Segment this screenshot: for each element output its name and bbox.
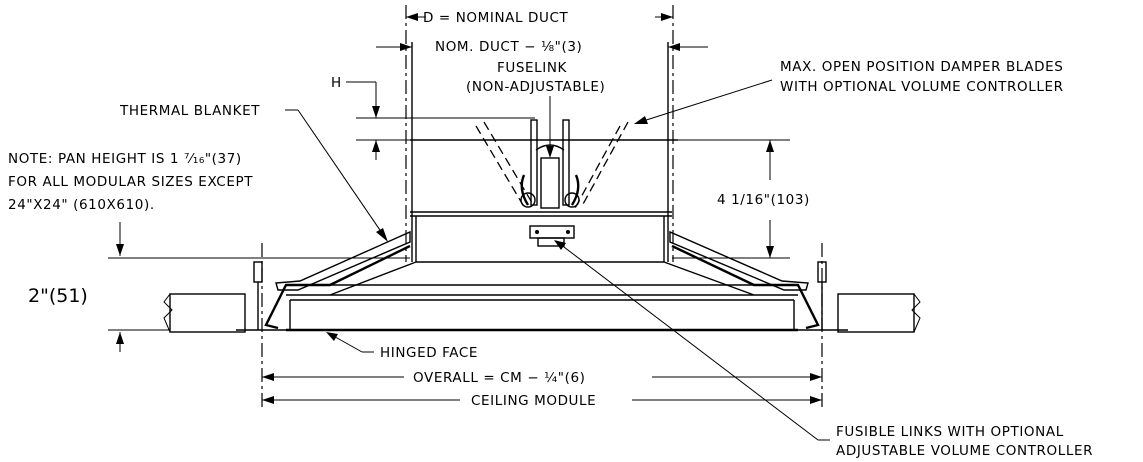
note-line-2: FOR ALL MODULAR SIZES EXCEPT: [8, 174, 253, 190]
dim-pan-height: [108, 222, 410, 259]
dim-2in: [108, 329, 170, 352]
label-fusible-1: FUSIBLE LINKS WITH OPTIONAL: [836, 424, 1064, 440]
thermal-blanket: [275, 230, 809, 291]
fuselink-assembly: [520, 119, 580, 247]
ceiling-tile-left: [163, 293, 246, 333]
leader-thermal-blanket: [285, 109, 388, 242]
leader-max-open: [634, 79, 773, 124]
label-2in: 2"(51): [28, 285, 88, 307]
duct-collar: [410, 42, 678, 263]
diffuser-pan: [236, 244, 848, 332]
dim-ceiling-module: [262, 396, 822, 404]
label-ceiling-module: CEILING MODULE: [471, 393, 596, 409]
dim-height-right: [672, 139, 790, 259]
label-height-right: 4 1/16"(103): [717, 192, 810, 208]
label-overall: OVERALL = CM − ¼"(6): [413, 370, 586, 386]
leader-fuselink: [546, 96, 554, 158]
leader-hinged-face: [326, 332, 374, 353]
dim-nominal-duct: [406, 13, 673, 21]
ceiling-tile-right: [837, 293, 921, 333]
label-h: H: [331, 75, 342, 91]
label-max-open-2: WITH OPTIONAL VOLUME CONTROLLER: [780, 79, 1064, 95]
dim-nom-duct-minus: [376, 43, 708, 51]
hanger-clip-right: [817, 261, 827, 330]
label-nominal-duct: D = NOMINAL DUCT: [423, 10, 568, 26]
label-max-open-1: MAX. OPEN POSITION DAMPER BLADES: [780, 59, 1063, 75]
label-thermal-blanket: THERMAL BLANKET: [119, 103, 260, 119]
note-line-1: NOTE: PAN HEIGHT IS 1 ⁷⁄₁₆"(37): [8, 151, 242, 167]
dim-h: [346, 81, 535, 160]
label-fuselink-non-adjustable: (NON-ADJUSTABLE): [466, 79, 605, 95]
label-fuselink: FUSELINK: [497, 60, 568, 76]
label-hinged-face: HINGED FACE: [380, 345, 478, 361]
note-line-3: 24"X24" (610X610).: [8, 197, 155, 213]
leader-fusible: [554, 240, 830, 441]
label-nom-duct-minus: NOM. DUCT − ⅛"(3): [435, 39, 582, 55]
damper-blades-open: [475, 121, 629, 211]
dim-overall: [262, 373, 822, 381]
label-fusible-2: ADJUSTABLE VOLUME CONTROLLER: [836, 443, 1093, 459]
hanger-clip-left: [253, 261, 263, 330]
